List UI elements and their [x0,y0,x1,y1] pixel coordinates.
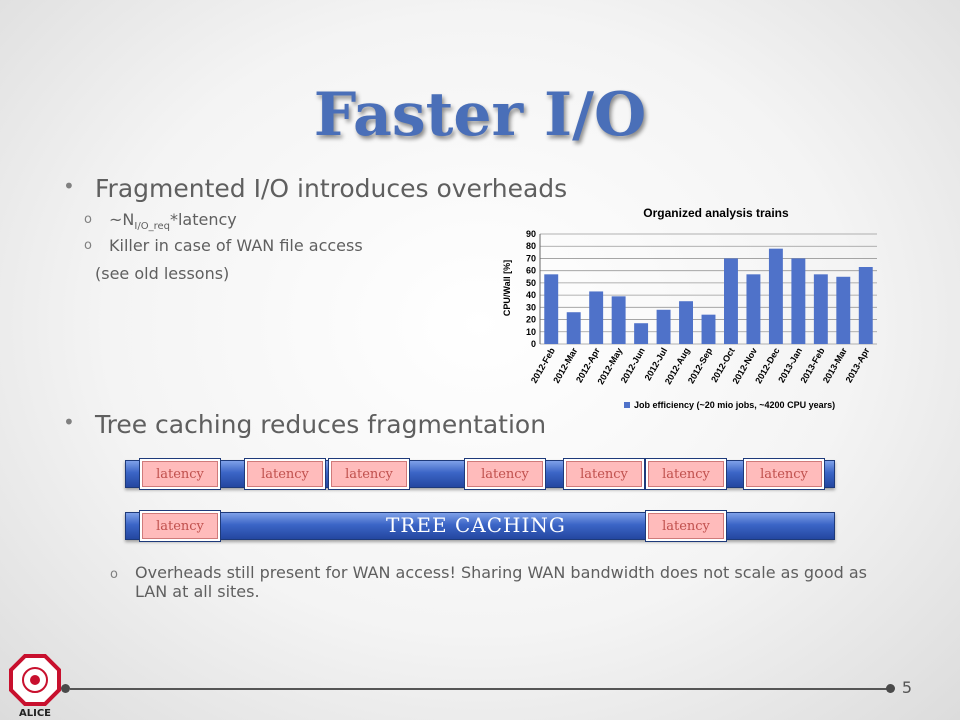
y-tick-label: 20 [526,315,536,325]
latency-block: latency [245,459,325,489]
latency-block: latency [140,511,220,541]
chart-bars [544,248,873,344]
latency-block: latency [564,459,644,489]
bar-2012-Jul [656,309,671,344]
bar-2013-Apr [858,267,873,344]
sub-bullet-formula: o ~NI/O_req*latency [84,210,237,233]
chart-x-ticks: 2012-Feb2012-Mar2012-Apr2012-May2012-Jun… [529,346,872,387]
chart-y-ticks: 0 10 20 30 40 50 60 70 80 90 [526,229,536,349]
latency-block: latency [646,511,726,541]
bar-2012-Oct [724,258,738,344]
bar-2012-Sep [701,314,716,344]
chart-y-axis-label: CPU/Wall [%] [502,260,512,316]
bar-2012-Aug [679,301,693,344]
bullet-marker: • [63,174,75,198]
y-tick-label: 70 [526,253,536,263]
logo-text: ALICE [19,708,51,718]
latency-block: latency [744,459,824,489]
latency-block: latency [329,459,409,489]
bar-2012-Feb [544,274,559,344]
bar-2013-Feb [813,274,828,344]
legend-swatch [624,402,630,408]
latency-block: latency [646,459,726,489]
bullet-tree-caching: • Tree caching reduces fragmentation [63,410,547,439]
latency-block: latency [140,459,220,489]
sub-bullet-overheads: o Overheads still present for WAN access… [110,563,868,601]
page-number: 5 [901,678,912,697]
legend-entry: Job efficiency (~20 mio jobs, ~4200 CPU … [634,400,835,410]
footer-dot-left [61,684,70,693]
y-tick-label: 0 [531,339,536,349]
bar-2013-Mar [836,276,851,344]
efficiency-chart: Organized analysis trains CPU/Wall [%] 0… [502,206,877,410]
bullet-marker: • [63,410,75,434]
slide-title: Faster I/O [313,80,647,150]
y-tick-label: 60 [526,266,536,276]
latency-block: latency [465,459,545,489]
y-tick-label: 40 [526,290,536,300]
see-old-lessons: (see old lessons) [95,264,230,283]
bar-2013-Jan [791,258,806,344]
footer-line [70,688,890,690]
bar-2012-May [611,296,626,344]
y-tick-label: 30 [526,302,536,312]
footer-dot-right [886,684,895,693]
bar-2012-Nov [746,274,761,344]
bar-2012-Apr [589,291,604,344]
bar-2012-Dec [768,248,783,344]
bar-2012-Jun [634,323,649,344]
tree-caching-label: TREE CACHING [386,513,566,537]
chart-title: Organized analysis trains [643,206,789,220]
bullet-fragmented-io: • Fragmented I/O introduces overheads [63,174,568,203]
sub-bullet-killer: o Killer in case of WAN file access [84,236,363,255]
y-tick-label: 80 [526,241,536,251]
bar-2012-Mar [566,312,581,344]
y-tick-label: 10 [526,327,536,337]
alice-logo: ALICE [9,654,61,718]
y-tick-label: 90 [526,229,536,239]
y-tick-label: 50 [526,278,536,288]
